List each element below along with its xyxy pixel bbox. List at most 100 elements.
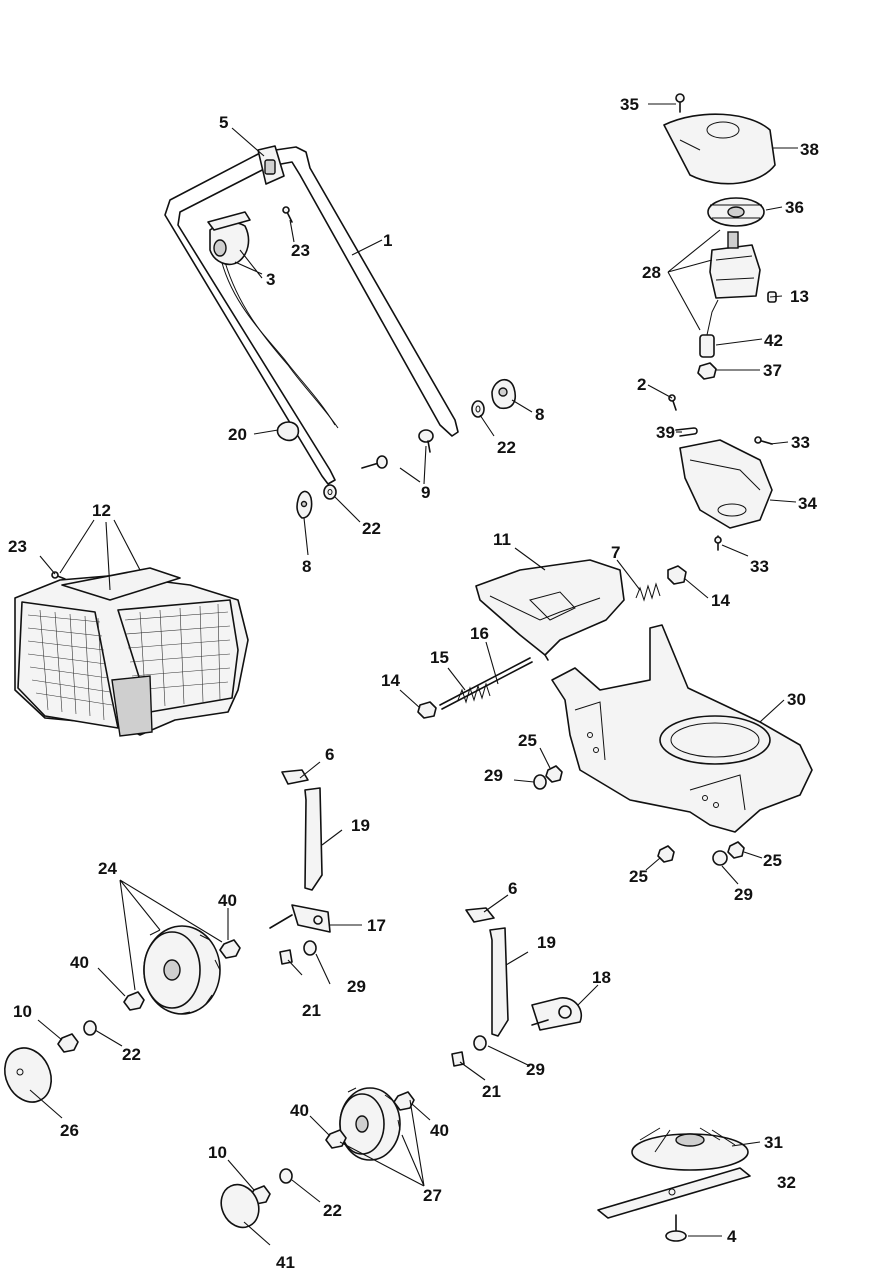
- knob-6-right: [465, 907, 495, 923]
- callout-22-right: 22: [497, 438, 516, 457]
- screw-35: [675, 93, 685, 113]
- nut-25-b: [657, 845, 675, 863]
- callout-38: 38: [800, 140, 819, 159]
- callout-32: 32: [777, 1173, 796, 1192]
- nut-40-d: [325, 1129, 347, 1149]
- blade-32: [597, 1167, 751, 1219]
- fan-31: [631, 1127, 749, 1171]
- callout-8-left: 8: [302, 557, 311, 576]
- nut-25-a: [545, 765, 563, 783]
- callout-23-box: 23: [8, 537, 27, 556]
- callout-9: 9: [421, 483, 430, 502]
- nut-40-c: [393, 1091, 415, 1111]
- washer-22-left: [323, 484, 337, 500]
- callout-26: 26: [60, 1121, 79, 1140]
- callout-42: 42: [764, 331, 783, 350]
- callout-4: 4: [727, 1227, 737, 1246]
- washer-29-b: [712, 850, 728, 866]
- callout-19-left: 19: [351, 816, 370, 835]
- callout-24: 24: [98, 859, 117, 878]
- motor-28: [709, 231, 761, 299]
- leader-lines: [29, 103, 798, 1246]
- deck-part: [551, 624, 813, 833]
- screw-23-top: [282, 206, 293, 223]
- callout-14-right: 14: [711, 591, 730, 610]
- callout-25-c: 25: [763, 851, 782, 870]
- callout-25-b: 25: [629, 867, 648, 886]
- callout-6-left: 6: [325, 745, 334, 764]
- lever-19-left: [304, 787, 323, 891]
- screw-2: [668, 394, 677, 411]
- callout-2: 2: [637, 375, 646, 394]
- callout-34: 34: [798, 494, 817, 513]
- washer-22-c: [83, 1020, 97, 1036]
- callout-19-right: 19: [537, 933, 556, 952]
- callout-35: 35: [620, 95, 639, 114]
- callout-40-d: 40: [430, 1121, 449, 1140]
- bolt-9-a: [418, 429, 434, 453]
- callout-21-right: 21: [482, 1082, 501, 1101]
- wheel-27: [339, 1087, 401, 1161]
- capacitor-42: [699, 299, 719, 358]
- nut-10-a: [57, 1033, 79, 1053]
- callout-8-right: 8: [535, 405, 544, 424]
- callout-13: 13: [790, 287, 809, 306]
- nut-14-left: [417, 701, 437, 719]
- spring-15: [457, 682, 491, 704]
- callout-27: 27: [423, 1186, 442, 1205]
- clip-39: [675, 427, 698, 437]
- callout-3: 3: [266, 270, 275, 289]
- washer-29-d: [473, 1035, 487, 1051]
- motor-cover-part: [663, 113, 776, 185]
- callout-12: 12: [92, 501, 111, 520]
- washer-29-c: [303, 940, 317, 956]
- nut-40-b: [123, 991, 145, 1011]
- callout-29-d: 29: [526, 1060, 545, 1079]
- switch-box-part: [257, 145, 285, 185]
- callout-1: 1: [383, 231, 392, 250]
- knob-8-left: [296, 490, 313, 519]
- callout-40-a: 40: [218, 891, 237, 910]
- callout-16: 16: [470, 624, 489, 643]
- callout-18: 18: [592, 968, 611, 987]
- callout-33-b: 33: [750, 557, 769, 576]
- callout-29-a: 29: [484, 766, 503, 785]
- callout-36: 36: [785, 198, 804, 217]
- callout-11: 11: [493, 530, 511, 549]
- callout-6-right: 6: [508, 879, 517, 898]
- callout-21-left: 21: [302, 1001, 321, 1020]
- washer-22-d: [279, 1168, 293, 1184]
- nut-37: [697, 362, 717, 380]
- callout-17: 17: [367, 916, 386, 935]
- screw-23-box: [51, 571, 66, 580]
- callout-25-a: 25: [518, 731, 537, 750]
- wheel-24: [143, 925, 221, 1015]
- screw-33-a: [754, 436, 773, 445]
- callout-22-d: 22: [323, 1201, 342, 1220]
- callout-40-c: 40: [290, 1101, 309, 1120]
- axle-17: [269, 904, 331, 933]
- callout-40-b: 40: [70, 953, 89, 972]
- callout-22-left: 22: [362, 519, 381, 538]
- motor-housing-34: [679, 439, 773, 529]
- knob-6-left: [281, 769, 309, 785]
- flap-part: [475, 559, 625, 661]
- callout-22-c: 22: [122, 1045, 141, 1064]
- handle-part: [164, 146, 459, 485]
- spring-7: [635, 582, 661, 602]
- callout-10-b: 10: [208, 1143, 227, 1162]
- nut-25-c: [727, 841, 745, 859]
- washer-29-a: [533, 774, 547, 790]
- cable-part: [219, 254, 339, 429]
- callout-5: 5: [219, 113, 228, 132]
- grass-box-part: [14, 567, 249, 737]
- callout-30: 30: [787, 690, 806, 709]
- nut-40-a: [219, 939, 241, 959]
- callout-41: 41: [276, 1253, 295, 1272]
- callout-28: 28: [642, 263, 661, 282]
- lever-19-right: [489, 927, 509, 1037]
- callout-20: 20: [228, 425, 247, 444]
- washer-22-right: [471, 400, 485, 418]
- callout-37: 37: [763, 361, 782, 380]
- knob-8-right: [491, 379, 516, 410]
